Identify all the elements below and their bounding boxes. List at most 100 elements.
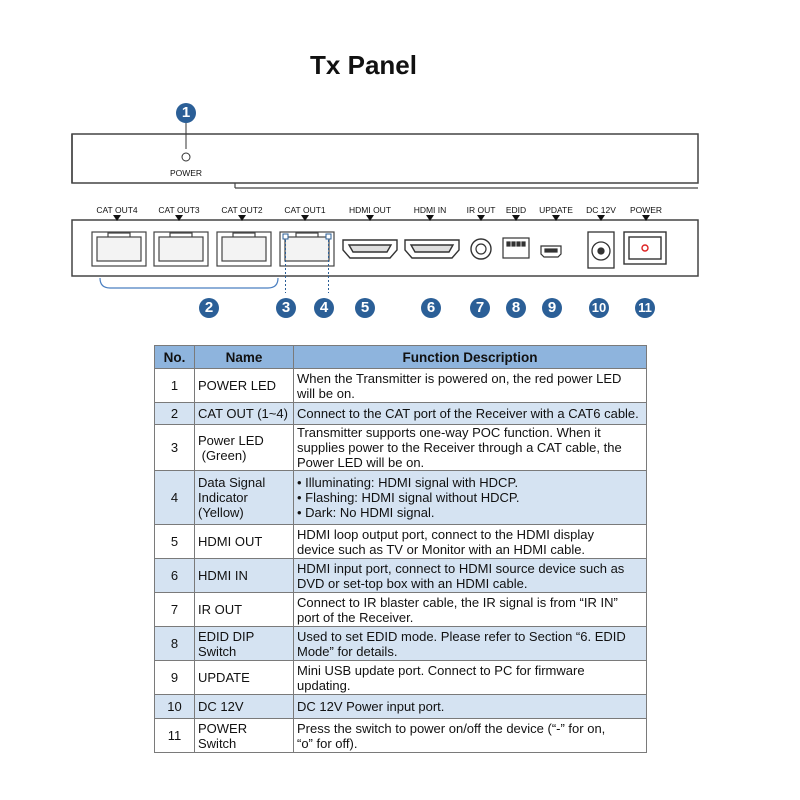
cat-out2-port-icon — [216, 231, 272, 267]
hdmi-out-port-icon — [342, 239, 398, 259]
page-title: Tx Panel — [310, 50, 417, 80]
label-hdmi-in: HDMI IN — [413, 205, 447, 215]
arrow-power — [642, 215, 650, 221]
row-name: IR OUT — [194, 592, 294, 627]
row-name-line: IR OUT — [198, 602, 243, 617]
cat-out3-port-icon — [153, 231, 209, 267]
row-name-line: Power LED — [198, 432, 264, 448]
row-description-line: device such as TV or Monitor with an HDM… — [297, 541, 586, 557]
mini-usb-port-icon — [540, 245, 562, 258]
row-description: Connect to the CAT port of the Receiver … — [293, 402, 647, 425]
callout-8: 8 — [506, 298, 526, 318]
header-no: No. — [154, 345, 195, 369]
row-name: HDMI IN — [194, 558, 294, 593]
row-name-line: EDID DIP — [198, 628, 255, 644]
row-description-line: Connect to the CAT port of the Receiver … — [297, 406, 639, 421]
row-name-line: Data Signal — [198, 475, 266, 490]
callout-5: 5 — [355, 298, 375, 318]
row-name-line: DC 12V — [198, 699, 244, 714]
header-function-description: Function Description — [293, 345, 647, 369]
row-number: 9 — [154, 660, 195, 695]
row-name: DC 12V — [194, 694, 294, 719]
row-description-line: • Flashing: HDMI signal without HDCP. — [297, 490, 520, 505]
row-description: Mini USB update port. Connect to PC for … — [293, 660, 647, 695]
label-dc-12v: DC 12V — [586, 205, 616, 215]
callout-1: 1 — [176, 103, 196, 123]
row-name-line: Switch — [198, 735, 237, 751]
arrow-update — [552, 215, 560, 221]
row-number: 4 — [154, 470, 195, 525]
row-description-line: Press the switch to power on/off the dev… — [297, 720, 606, 736]
row-name-line: HDMI IN — [198, 568, 248, 583]
row-description: Transmitter supports one-way POC functio… — [293, 424, 647, 471]
row-description: HDMI loop output port, connect to the HD… — [293, 524, 647, 559]
row-description-line: supplies power to the Receiver through a… — [297, 440, 622, 455]
row-number: 7 — [154, 592, 195, 627]
row-name-line: HDMI OUT — [198, 534, 263, 549]
hdmi-in-port-icon — [404, 239, 460, 259]
arrow-cat-out3 — [175, 215, 183, 221]
callout-4: 4 — [314, 298, 334, 318]
arrow-edid — [512, 215, 520, 221]
callout-6: 6 — [421, 298, 441, 318]
row-description-line: Mini USB update port. Connect to PC for … — [297, 662, 585, 678]
label-cat-out1: CAT OUT1 — [284, 205, 326, 215]
row-description: • Illuminating: HDMI signal with HDCP.• … — [293, 470, 647, 525]
power-led-label: POWER — [169, 168, 203, 178]
row-number: 10 — [154, 694, 195, 719]
row-description-line: Power LED will be on. — [297, 455, 425, 470]
label-edid: EDID — [505, 205, 527, 215]
row-name: POWER LED — [194, 368, 294, 403]
cat-out4-port-icon — [91, 231, 147, 267]
arrow-hdmi-in — [426, 215, 434, 221]
label-update: UPDATE — [539, 205, 573, 215]
row-description-line: Connect to IR blaster cable, the IR sign… — [297, 594, 618, 610]
row-description: Press the switch to power on/off the dev… — [293, 718, 647, 753]
row-number: 5 — [154, 524, 195, 559]
row-description-line: port of the Receiver. — [297, 609, 414, 625]
row-number: 11 — [154, 718, 195, 753]
power-switch-icon — [623, 231, 667, 265]
table-header-row: No. Name Function Description — [154, 345, 647, 369]
row-description-line: “o” for off). — [297, 735, 358, 751]
row-number: 6 — [154, 558, 195, 593]
row-description-line: updating. — [297, 677, 351, 693]
row-description-line: Transmitter supports one-way POC functio… — [297, 425, 601, 440]
label-cat-out3: CAT OUT3 — [158, 205, 200, 215]
label-power: POWER — [629, 205, 663, 215]
row-name-line: (Green) — [198, 447, 247, 463]
power-led-icon — [181, 152, 191, 162]
row-description-line: • Dark: No HDMI signal. — [297, 505, 435, 520]
row-description-line: DVD or set-top box with an HDMI cable. — [297, 575, 528, 591]
row-number: 2 — [154, 402, 195, 425]
row-number: 1 — [154, 368, 195, 403]
arrow-dc-12v — [597, 215, 605, 221]
cat-bracket — [99, 277, 279, 289]
row-description-line: Mode” for details. — [297, 643, 398, 659]
label-ir-out: IR OUT — [466, 205, 496, 215]
row-name-line: (Yellow) — [198, 505, 244, 520]
row-description: Connect to IR blaster cable, the IR sign… — [293, 592, 647, 627]
row-description-line: When the Transmitter is powered on, the … — [297, 370, 622, 386]
header-name: Name — [194, 345, 294, 369]
row-name: Power LED (Green) — [194, 424, 294, 471]
row-description-line: HDMI input port, connect to HDMI source … — [297, 560, 625, 576]
row-name-line: POWER LED — [198, 378, 277, 393]
row-description: DC 12V Power input port. — [293, 694, 647, 719]
callout-10: 10 — [589, 298, 609, 318]
row-name: CAT OUT (1~4) — [194, 402, 294, 425]
row-description-line: Used to set EDID mode. Please refer to S… — [297, 628, 626, 644]
arrow-hdmi-out — [366, 215, 374, 221]
